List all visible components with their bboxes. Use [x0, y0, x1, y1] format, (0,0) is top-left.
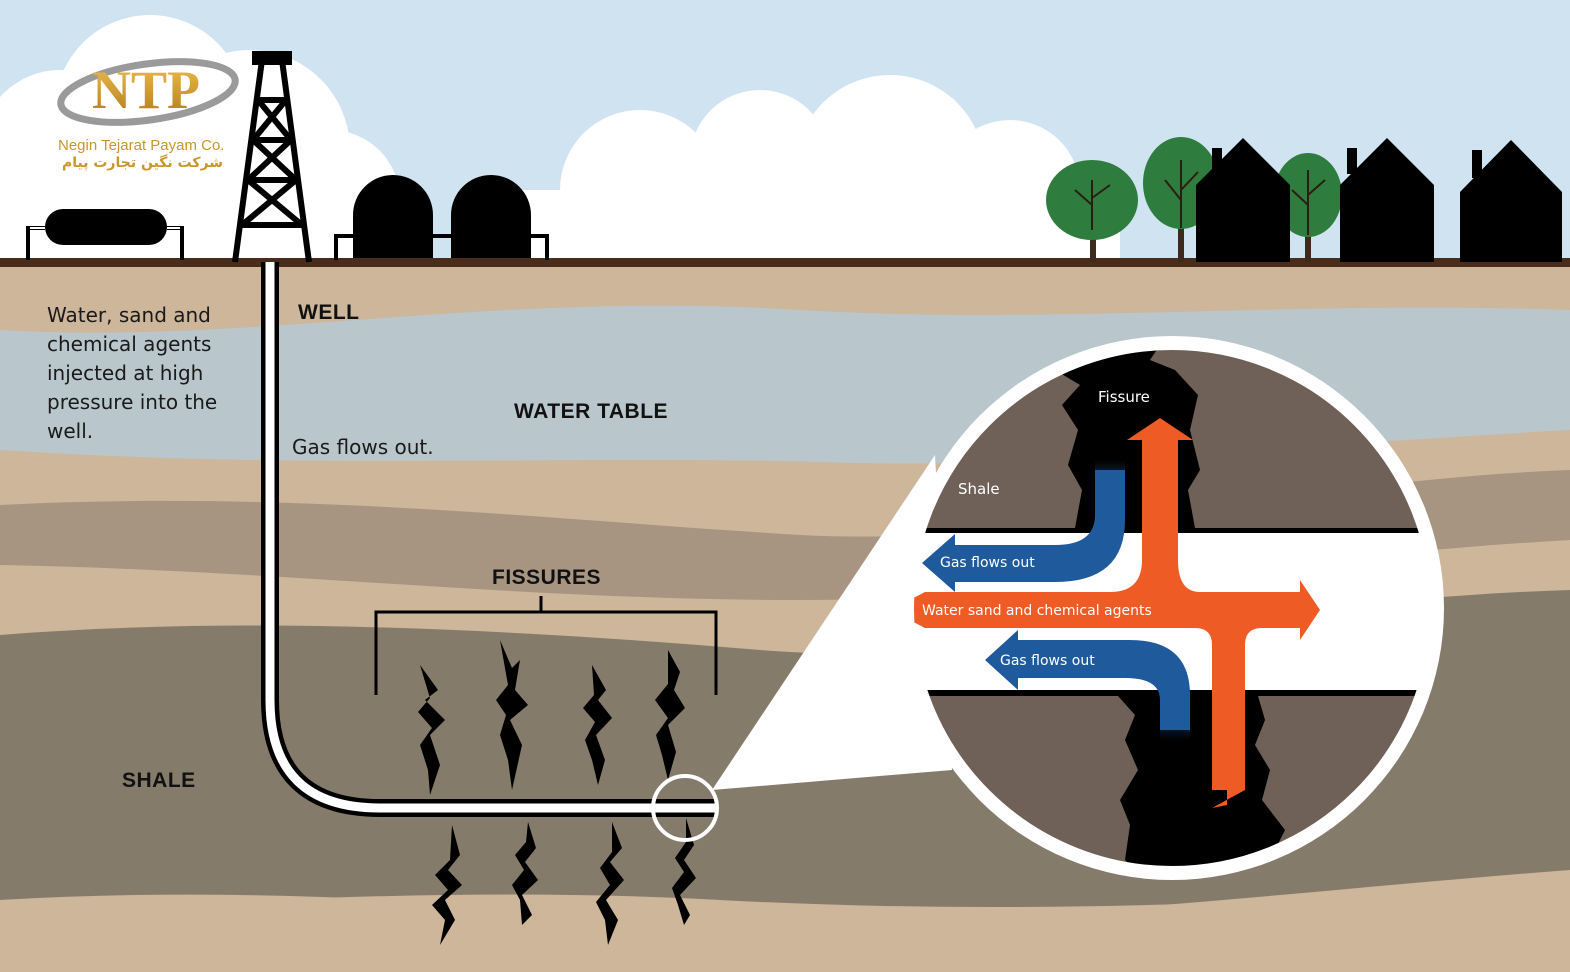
company-name-fa: شرکت نگین تجارت پیام — [62, 155, 223, 171]
house-icon — [1196, 138, 1290, 262]
gas-arrow-upper-label: Gas flows out — [940, 555, 1035, 571]
gas-note: Gas flows out. — [292, 435, 434, 459]
house-icon — [1340, 138, 1434, 262]
storage-tank-icon — [334, 175, 549, 260]
fissure-cracks-upper — [418, 640, 685, 795]
well-pipe — [261, 262, 715, 817]
water-arrow — [910, 418, 1320, 808]
company-name-en: Negin Tejarat Payam Co. — [58, 137, 225, 154]
fissures-label: FISSURES — [492, 566, 602, 589]
logo-monogram: NTP — [92, 60, 200, 120]
house-icon — [1460, 140, 1562, 262]
inset-fissure-label: Fissure — [1098, 388, 1150, 406]
gas-arrow-lower — [985, 630, 1190, 730]
tree-icon — [1274, 153, 1342, 262]
storage-tank-icon — [26, 209, 184, 260]
gas-arrow-lower-label: Gas flows out — [1000, 653, 1095, 669]
inset-shale-label: Shale — [958, 480, 1000, 498]
fissures-bracket — [374, 596, 718, 695]
ground-line — [0, 258, 1570, 267]
fissure-cracks-lower — [432, 818, 696, 945]
cloud-right — [500, 75, 1120, 270]
injection-note-line: well. — [47, 419, 94, 443]
derrick-icon — [232, 51, 312, 263]
water-arrow-label: Water sand and chemical agents — [922, 603, 1152, 619]
injection-note-line: pressure into the — [47, 390, 218, 414]
logo-icon: NTP — [57, 58, 239, 126]
injection-note: Water, sand and chemical agents injected… — [47, 301, 217, 446]
zoom-marker — [651, 774, 719, 842]
zoom-cone — [712, 455, 952, 790]
injection-note-line: Water, sand and — [47, 303, 211, 327]
gas-arrow-upper — [922, 470, 1125, 592]
sand-bottom — [0, 870, 1570, 972]
tree-icon — [1046, 160, 1138, 262]
shale-label: SHALE — [122, 769, 196, 792]
injection-note-line: injected at high — [47, 361, 204, 385]
injection-note-line: chemical agents — [47, 332, 212, 356]
water-table-label: WATER TABLE — [514, 400, 669, 423]
well-label: WELL — [298, 301, 360, 324]
